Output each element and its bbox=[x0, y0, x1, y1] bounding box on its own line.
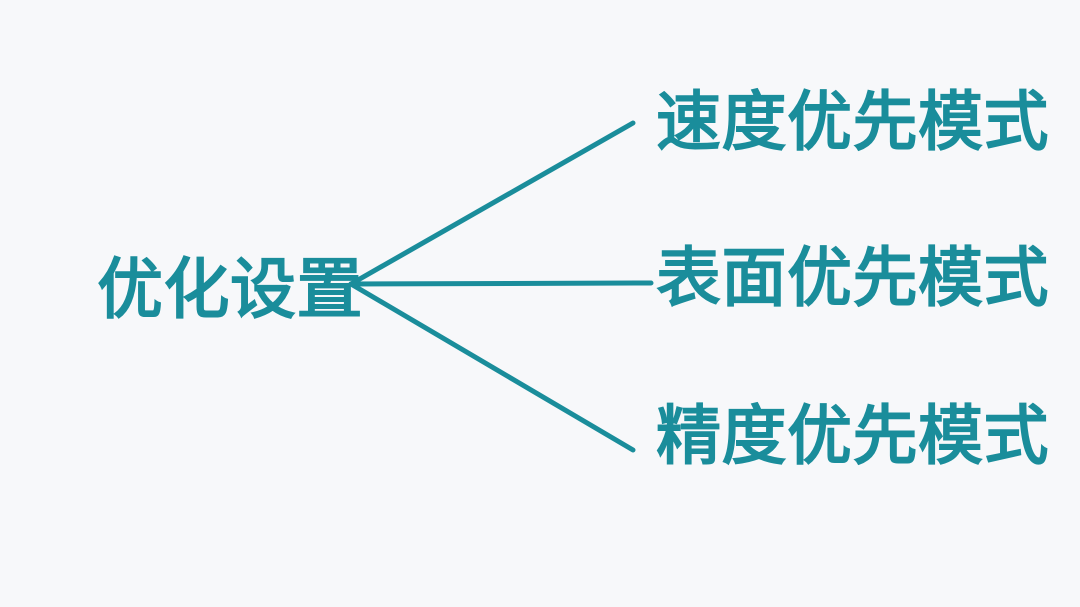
connector-line-bottom bbox=[348, 281, 636, 453]
branch-label-speed-priority: 速度优先模式 bbox=[656, 85, 1050, 158]
branch-label-precision-priority: 精度优先模式 bbox=[656, 399, 1050, 472]
branch-label-surface-priority: 表面优先模式 bbox=[656, 241, 1050, 314]
root-node-label: 优化设置 bbox=[97, 252, 363, 326]
connector-line-middle bbox=[348, 280, 654, 287]
connector-line-top bbox=[348, 120, 636, 287]
